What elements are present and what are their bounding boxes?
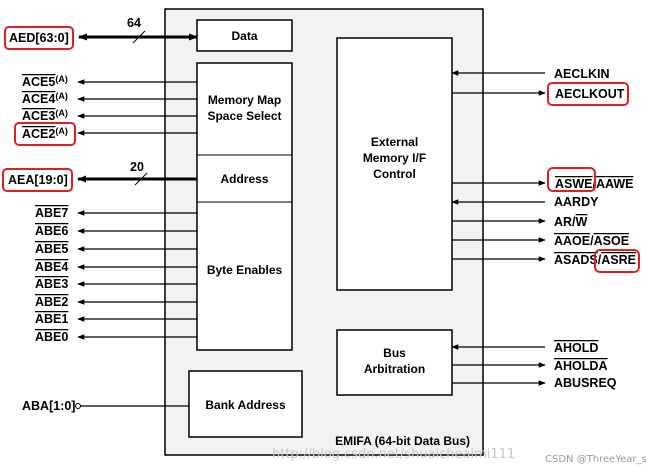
aholda-label: AHOLDA (554, 359, 607, 373)
abe6-label: ABE6 (35, 224, 68, 238)
aeclkout-highlight (547, 82, 629, 106)
aed-bus-width: 64 (127, 16, 141, 30)
ahold-label: AHOLD (554, 341, 598, 355)
bus-arb-label-2: Arbitration (364, 362, 425, 376)
bus-arb-block (336, 329, 453, 396)
ace5-label: ACE5(A) (22, 74, 68, 89)
watermark-credit: CSDN @ThreeYear_s (545, 454, 647, 465)
aswe-highlight (547, 167, 596, 192)
ace4-label: ACE4(A) (22, 91, 68, 106)
ext-mem-label-3: Control (373, 167, 416, 181)
watermark-url: http://blog.csdn.net/shuaicheaimi111 (272, 447, 515, 462)
data-block (196, 19, 293, 52)
bank-addr-label: Bank Address (205, 398, 286, 412)
abe5-label: ABE5 (35, 242, 68, 256)
byte-enables-label: Byte Enables (207, 263, 283, 277)
abe7-label: ABE7 (35, 206, 68, 220)
asads-label: ASADS/ASRE (554, 253, 636, 267)
ext-mem-label-1: External (371, 135, 418, 149)
asre-highlight (594, 249, 640, 273)
ext-mem-block (336, 37, 453, 291)
abe1-label: ABE1 (35, 312, 68, 326)
aeclkin-label: AECLKIN (554, 67, 610, 81)
aea-bus-slash (134, 172, 148, 186)
abe0-label: ABE0 (35, 330, 68, 344)
arw-label: AR/W (554, 215, 588, 229)
aaoe-label: AAOE/ASOE (554, 234, 629, 248)
addr-block (196, 62, 293, 351)
aed-bus-slash (132, 30, 146, 44)
ace3-label: ACE3(A) (22, 108, 68, 123)
abusreq-label: ABUSREQ (554, 376, 617, 390)
abe2-label: ABE2 (35, 295, 68, 309)
aardy-label: AARDY (554, 195, 599, 209)
aed-highlight (4, 26, 74, 50)
bank-addr-block (188, 370, 303, 438)
ace2-highlight (14, 122, 76, 146)
abe4-label: ABE4 (35, 260, 68, 274)
bus-arb-label-1: Bus (383, 346, 406, 360)
abe3-label: ABE3 (35, 277, 68, 291)
aea-label: AEA[19:0] (8, 173, 68, 187)
aed-label: AED[63:0] (9, 31, 69, 45)
address-label: Address (220, 172, 268, 186)
aea-highlight (2, 168, 73, 192)
emifa-label: EMIFA (64-bit Data Bus) (335, 434, 470, 448)
memory-map-label-2: Space Select (207, 109, 281, 123)
ext-mem-label-2: Memory I/F (363, 151, 426, 165)
aeclkout-label: AECLKOUT (555, 87, 625, 101)
memory-map-label-1: Memory Map (208, 93, 281, 107)
aba-label: ABA[1:0] (22, 399, 75, 413)
ace2-label: ACE2(A) (22, 126, 68, 141)
aswe-label: ASWE/AAWE (555, 177, 633, 191)
aea-bus-width: 20 (130, 160, 144, 174)
data-block-label: Data (231, 29, 257, 43)
